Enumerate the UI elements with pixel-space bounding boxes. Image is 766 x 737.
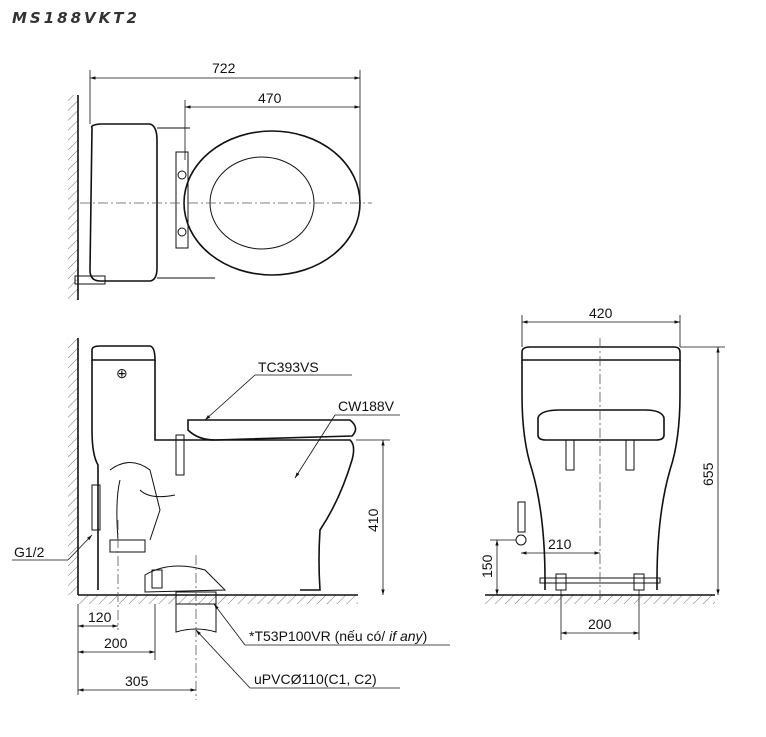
model-title: MS188VKT2: [12, 9, 140, 27]
tank-lid: [91, 345, 156, 361]
top-view: 722 470: [68, 60, 372, 300]
label-tc393vs: TC393VS: [258, 359, 319, 375]
label-cw188v: CW188V: [338, 398, 395, 414]
tank-lid-front: [521, 346, 681, 361]
dim-722: 722: [212, 60, 236, 76]
side-view: ⊕ TC393VS CW188V G1/2 *T53P100VR (nếu có…: [12, 338, 450, 700]
dim-150: 150: [479, 554, 495, 578]
seat-front: [537, 409, 665, 441]
supply-valve-front: [517, 501, 526, 533]
dim-200-front: 200: [588, 616, 612, 632]
seat-bolt: [175, 434, 185, 476]
bowl-outline: [185, 439, 355, 591]
tank-outline: [89, 123, 158, 282]
dim-120: 120: [88, 609, 112, 625]
dim-200: 200: [104, 635, 128, 651]
trap: [144, 565, 227, 593]
label-t53p100vr: *T53P100VR (nếu có/ if any): [249, 628, 427, 644]
dim-305: 305: [125, 673, 149, 689]
supply-hose: [91, 484, 101, 531]
tank-body: [91, 360, 185, 590]
dim-420: 420: [589, 305, 613, 321]
svg-text:⊕: ⊕: [116, 365, 128, 381]
label-g1-2: G1/2: [14, 544, 45, 560]
seat-lid: [187, 419, 357, 441]
front-view: 420 655 210 150 200: [479, 305, 725, 640]
dim-470: 470: [258, 90, 282, 106]
hinge-bracket: [175, 151, 189, 249]
dim-210: 210: [548, 536, 572, 552]
wall-hatch: [68, 95, 78, 300]
dim-410: 410: [365, 508, 381, 532]
dim-655: 655: [700, 462, 716, 486]
body-front: [521, 360, 681, 590]
supply-valve: [74, 275, 106, 285]
label-upvc-pipe: uPVCØ110(C1, C2): [254, 671, 377, 687]
